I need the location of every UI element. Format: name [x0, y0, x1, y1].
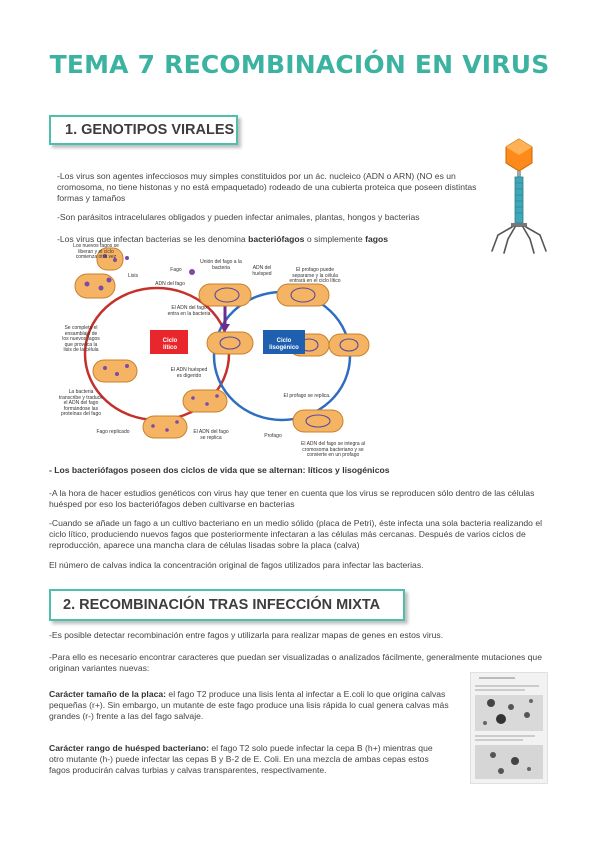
- label-profago: Profago: [264, 433, 282, 439]
- paragraph-estudios-geneticos: -A la hora de hacer estudios genéticos c…: [49, 488, 535, 509]
- paragraph-virus-definition: -Los virus son agentes infecciosos muy s…: [57, 171, 477, 203]
- label-adn-replica: El ADN del fago se replica: [193, 429, 229, 441]
- plaque-photo-figure: [470, 672, 548, 784]
- paragraph-caracteres: -Para ello es necesario encontrar caract…: [49, 652, 542, 673]
- paragraph-tamano-placa: Carácter tamaño de la placa: el fago T2 …: [49, 689, 449, 722]
- bold-term-rango-huesped: Carácter rango de huésped bacteriano:: [49, 743, 209, 753]
- paragraph-rango-huesped: Carácter rango de huésped bacteriano: el…: [49, 743, 449, 776]
- paragraph-parasitos: -Son parásitos intracelulares obligados …: [57, 212, 420, 222]
- bold-summary-cycles: - Los bacteriófagos poseen dos ciclos de…: [49, 465, 390, 475]
- paragraph-bacteriofagos: -Los virus que infectan bacterias se les…: [57, 234, 477, 245]
- text-segment: o simplemente: [304, 234, 366, 244]
- label-adn-fago: ADN del fago: [155, 281, 185, 287]
- label-profago-separarse: El profago puede separarse y la célula e…: [289, 267, 341, 285]
- plaque-photos: [475, 677, 543, 779]
- lytic-cycle-label: Ciclo lítico: [162, 338, 178, 351]
- cycle-graphics: [74, 247, 370, 439]
- label-ensamblaje: Se completa el ensamblaje de los nuevos …: [62, 325, 100, 354]
- label-fago: Fago: [170, 267, 182, 273]
- label-profago-replica: El profago se replica.: [283, 393, 331, 399]
- label-union: Unión del fago a la bacteria: [200, 259, 242, 271]
- bold-term-bacteriofagos: bacteriófagos: [248, 234, 305, 244]
- label-adn-entra: El ADN del fago entra en la bacteria: [167, 305, 211, 317]
- paragraph-placa-petri: -Cuando se añade un fago a un cultivo ba…: [49, 518, 543, 550]
- lysogenic-cycle-label: Ciclo lisogénico: [269, 338, 299, 351]
- paragraph-numero-calvas: El número de calvas indica la concentrac…: [49, 560, 424, 570]
- text-segment: el fago T2 solo puede infectar la cepa B…: [49, 743, 433, 775]
- label-lisis: Lisis: [127, 273, 138, 279]
- label-adn-huesped: ADN del huésped: [252, 265, 272, 277]
- phage-life-cycle-diagram: Ciclo lítico Ciclo lisogénico Los nuevos…: [57, 243, 377, 460]
- label-new-phages: Los nuevos fagos se liberan y el ciclo c…: [73, 243, 119, 261]
- section-heading-recombinacion: 2. RECOMBINACIÓN TRAS INFECCIÓN MIXTA: [49, 589, 405, 621]
- label-adn-digerido: El ADN huésped es digerido: [170, 367, 208, 379]
- label-integra: El ADN del fago se integra al cromosoma …: [301, 441, 365, 459]
- section-heading-genotipos: 1. GENOTIPOS VIRALES: [49, 115, 238, 145]
- paragraph-mapas-genes: -Es posible detectar recombinación entre…: [49, 630, 444, 640]
- bold-term-fagos: fagos: [365, 234, 389, 244]
- section-heading-text: 1. GENOTIPOS VIRALES: [65, 122, 235, 138]
- bacteriophage-illustration: [491, 138, 547, 254]
- text-segment: -Los virus que infectan bacterias se les…: [57, 234, 249, 244]
- text-segment: el fago T2 produce una lisis lenta al in…: [49, 689, 449, 721]
- section-heading-text: 2. RECOMBINACIÓN TRAS INFECCIÓN MIXTA: [63, 597, 381, 613]
- label-transcribe: La bacteria transcribe y traduce el ADN …: [59, 389, 103, 418]
- page-title: TEMA 7 RECOMBINACIÓN EN VIRUS: [49, 50, 550, 79]
- label-fago-replicado: Fago replicado: [96, 429, 130, 435]
- bold-term-tamano-placa: Carácter tamaño de la placa:: [49, 689, 167, 699]
